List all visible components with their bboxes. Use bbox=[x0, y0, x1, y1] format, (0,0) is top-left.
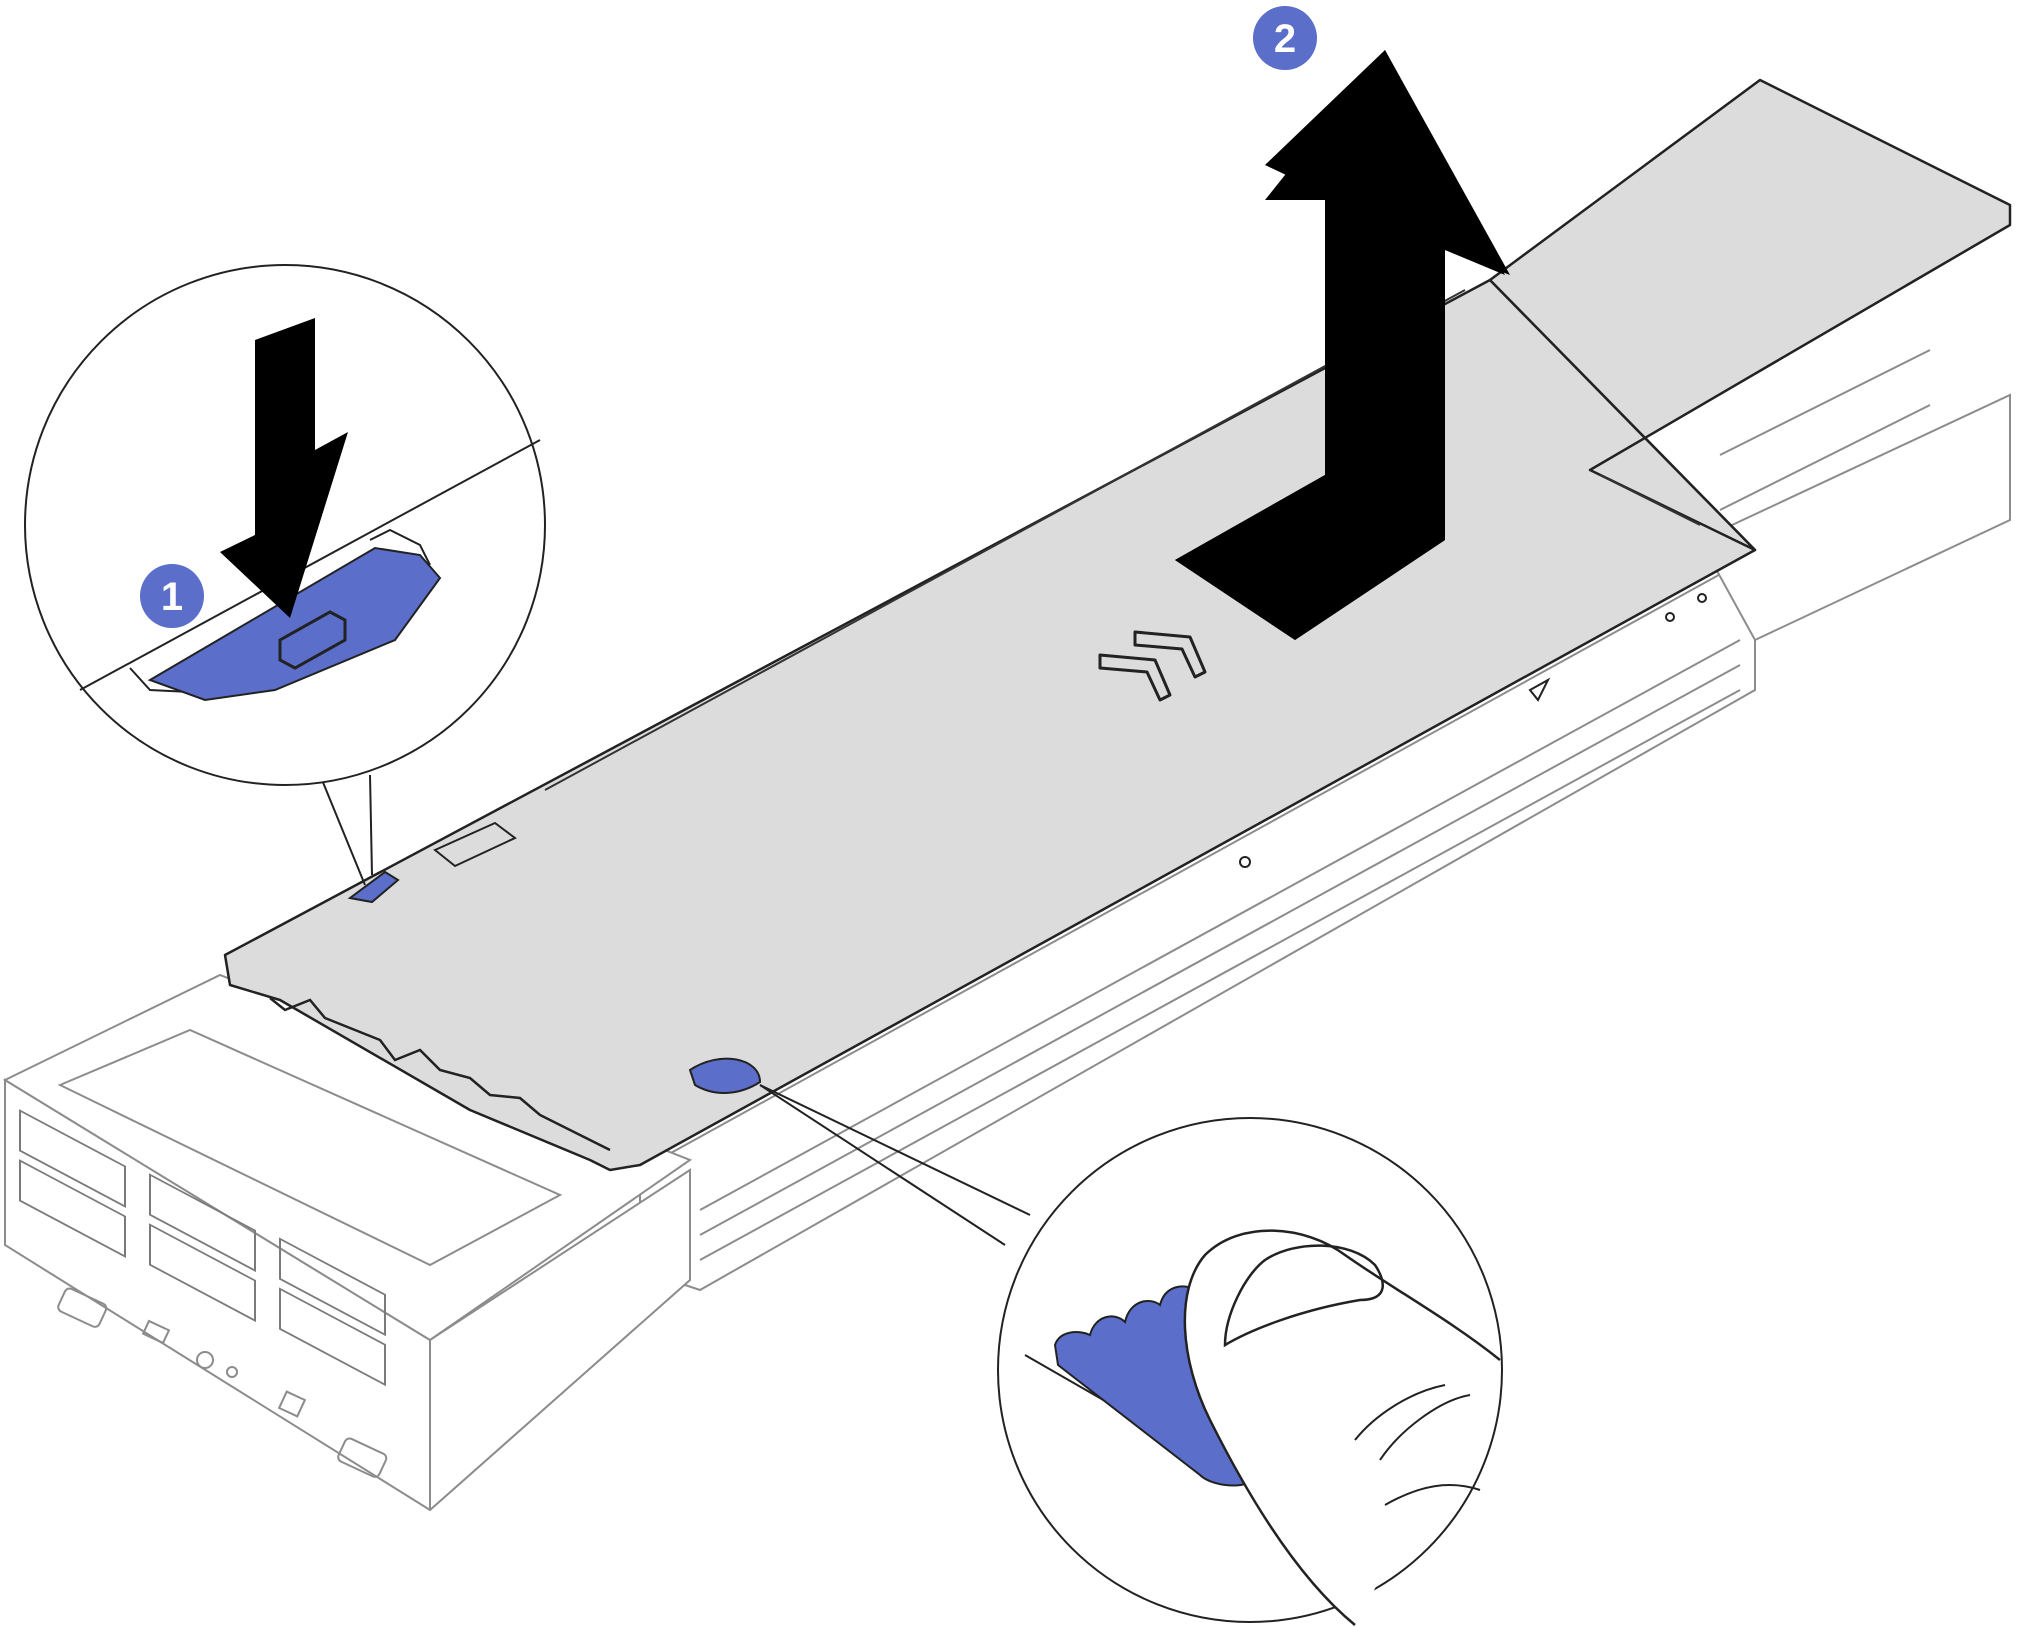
chevron-direction-icon bbox=[1098, 630, 1207, 702]
step-1-badge: 1 bbox=[140, 564, 204, 628]
callout-2 bbox=[759, 1084, 1503, 1626]
callout-1-leader bbox=[369, 774, 373, 876]
cover-screw-dot bbox=[1697, 593, 1707, 603]
finger-knuckle bbox=[1384, 1484, 1481, 1506]
step-1-circle bbox=[140, 564, 204, 628]
fingernail bbox=[1223, 1244, 1384, 1348]
top-cover-rear bbox=[1488, 78, 2012, 552]
front-release-latch[interactable] bbox=[347, 870, 400, 904]
rear-release-latch[interactable] bbox=[688, 1057, 762, 1094]
drive-bay bbox=[19, 1109, 126, 1208]
down-arrow-icon bbox=[220, 318, 348, 618]
chassis-rail-line bbox=[699, 639, 1741, 1211]
press-arrow bbox=[220, 318, 348, 618]
callout-1-latch-hinge bbox=[369, 528, 431, 566]
drive-bay bbox=[149, 1223, 256, 1323]
finger-knuckle bbox=[1354, 1384, 1446, 1441]
drive-bay bbox=[149, 1173, 256, 1273]
step-2-circle bbox=[1253, 6, 1317, 70]
lift-arrow-head bbox=[1265, 50, 1510, 275]
finger-knuckle bbox=[1379, 1394, 1471, 1461]
cover-screw-dot bbox=[1665, 612, 1675, 622]
cover-edge-line bbox=[1599, 474, 1701, 526]
callout-1-cover-edge bbox=[79, 439, 541, 691]
chassis-rear-line bbox=[1719, 349, 1931, 456]
chassis-front-top bbox=[2, 973, 693, 1342]
cover-label-plate bbox=[433, 821, 517, 868]
usb-port bbox=[141, 1319, 171, 1345]
vga-port bbox=[57, 1287, 108, 1328]
button-dot bbox=[226, 1366, 238, 1378]
drive-bay bbox=[19, 1159, 126, 1258]
callout-1-cover-edge bbox=[129, 667, 191, 693]
callout-1-latch bbox=[147, 546, 442, 702]
chassis-rear-line bbox=[1719, 404, 1931, 511]
drive-bays bbox=[19, 1109, 386, 1387]
cover-triangle-mark bbox=[1528, 677, 1551, 702]
callout-2-leader bbox=[759, 1084, 1006, 1246]
button-dot bbox=[196, 1351, 214, 1369]
drive-bay bbox=[279, 1237, 386, 1337]
chassis bbox=[2, 349, 2011, 1512]
up-arrow-icon bbox=[1175, 50, 1510, 640]
callout-1: 1 bbox=[24, 264, 546, 886]
callout-2-leader bbox=[759, 1084, 1031, 1216]
step-1-number: 1 bbox=[161, 575, 183, 619]
lan-port bbox=[277, 1390, 307, 1418]
lift-arrow-base bbox=[1175, 475, 1445, 640]
chassis-front-slot bbox=[57, 1028, 563, 1267]
finger-outline bbox=[1183, 1229, 1501, 1626]
cover-edge-line bbox=[544, 289, 1466, 791]
serial-port bbox=[337, 1437, 388, 1478]
drive-bay bbox=[279, 1287, 386, 1387]
step-2-badge: 2 bbox=[1253, 6, 1317, 70]
finger-icon bbox=[1183, 1229, 1501, 1626]
cover-front-notches bbox=[269, 997, 611, 1152]
callout-1-latch-handle bbox=[278, 610, 347, 670]
chassis-rail-line bbox=[699, 689, 1741, 1261]
chassis-rear-box bbox=[1698, 393, 2011, 642]
callout-1-leader bbox=[319, 774, 366, 886]
cover-screw-dot bbox=[1239, 856, 1251, 868]
step-2-number: 2 bbox=[1274, 17, 1296, 61]
